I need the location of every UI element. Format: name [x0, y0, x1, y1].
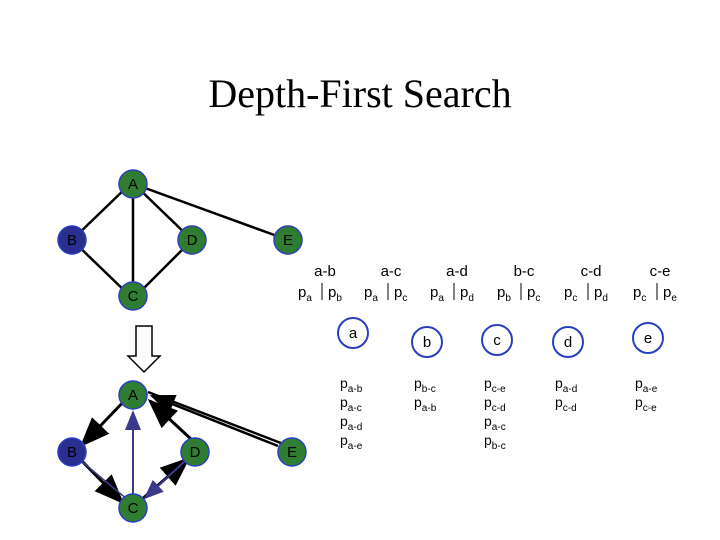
edge-processor-port-2: pd [460, 284, 474, 304]
bottom-edge-d-c-back [143, 461, 185, 500]
vertex-processor-ring [552, 326, 584, 358]
vertex-processor-e[interactable]: e pa-epc-e [632, 322, 664, 414]
vertex-processor-list-item: pa-e [635, 375, 658, 395]
top-node-c-label: C [128, 288, 139, 305]
bottom-node-d[interactable]: D [180, 437, 210, 467]
bottom-node-b-label: B [67, 444, 77, 461]
vertex-processor-list-item: pc-d [555, 394, 577, 414]
top-node-d-label: D [187, 232, 198, 249]
vertex-processor-ring [632, 322, 664, 354]
vertex-processor-list-item: pb-c [414, 375, 436, 395]
bottom-edge-a-b [79, 395, 130, 448]
vertex-processor-list-item: pc-e [484, 375, 506, 395]
bottom-node-c[interactable]: C [118, 493, 148, 523]
bottom-node-a[interactable]: A [118, 380, 148, 410]
top-node-d[interactable]: D [177, 225, 207, 255]
vertex-processor-c[interactable]: c pc-epc-dpa-cpb-c [481, 324, 513, 452]
bottom-graph-edges [74, 390, 287, 505]
bottom-edge-e-a [149, 394, 279, 448]
top-node-a[interactable]: A [118, 169, 148, 199]
edge-processor-port-1: pb [497, 284, 511, 304]
vertex-processor-list-item: pa-c [340, 394, 362, 414]
vertex-processor-list-item: pa-d [555, 375, 577, 395]
edge-processor-port-2: pe [663, 284, 677, 304]
vertex-processor-list-item: pa-b [414, 394, 437, 414]
bottom-graph-nodes: A B D E C [57, 380, 307, 523]
vertex-processor-a[interactable]: a pa-bpa-cpa-dpa-e [337, 317, 369, 452]
vertex-processor-name: d [564, 334, 572, 351]
vertex-processor-list-item: pa-d [340, 413, 362, 433]
top-node-b-label: B [67, 232, 77, 249]
top-edge-a-e [133, 182, 289, 242]
vertex-processor-b[interactable]: b pb-cpa-b [411, 326, 443, 414]
top-node-e[interactable]: E [273, 225, 303, 255]
vertex-processor-ring [337, 317, 369, 349]
vertex-processor-name: e [644, 330, 652, 347]
vertex-processors: apa-bpa-cpa-dpa-ebpb-cpa-bcpc-epc-dpa-cp… [337, 317, 664, 452]
page-title: Depth-First Search [208, 71, 512, 116]
bottom-edge-c-b-back [79, 459, 129, 501]
edge-processor-port-2: pc [527, 284, 540, 304]
edge-processor-name: b-c [514, 263, 535, 280]
edge-processor-name: a-d [446, 263, 468, 280]
vertex-processor-name: a [349, 325, 358, 342]
vertex-processor-list-item: pc-e [635, 394, 657, 414]
top-node-b[interactable]: B [57, 225, 87, 255]
bottom-node-c-label: C [128, 500, 139, 517]
top-node-e-label: E [283, 232, 293, 249]
edge-processor-port-1: pa [364, 284, 378, 304]
top-node-c[interactable]: C [118, 281, 148, 311]
edge-processor-port-2: pb [328, 284, 342, 304]
vertex-processor-name: b [423, 334, 431, 351]
edge-processor-port-1: pa [430, 284, 444, 304]
edge-processor-port-1: pc [633, 284, 646, 304]
vertex-processor-name: c [493, 332, 501, 349]
edge-processor-name: a-b [314, 263, 336, 280]
edge-processor-name: c-d [581, 263, 602, 280]
bottom-node-b[interactable]: B [57, 437, 87, 467]
edge-processor-port-2: pd [594, 284, 608, 304]
edge-processor-port-1: pc [564, 284, 577, 304]
top-graph-nodes: A B D E C [57, 169, 303, 311]
vertex-processor-list-item: pb-c [484, 432, 506, 452]
bottom-node-e-label: E [287, 444, 297, 461]
vertex-processor-list-item: pa-e [340, 432, 363, 452]
edge-processor-name: c-e [650, 263, 671, 280]
vertex-processor-list-item: pa-c [484, 413, 506, 433]
edge-processor-port-2: pc [394, 284, 407, 304]
top-node-a-label: A [128, 176, 138, 193]
bottom-node-e[interactable]: E [277, 437, 307, 467]
vertex-processor-ring [411, 326, 443, 358]
vertex-processor-ring [481, 324, 513, 356]
bottom-node-a-label: A [128, 387, 138, 404]
edge-processor-port-1: pa [298, 284, 312, 304]
down-arrow-icon [126, 325, 162, 374]
bottom-node-d-label: D [190, 444, 201, 461]
vertex-processor-list-item: pc-d [484, 394, 506, 414]
edge-processor-name: a-c [381, 263, 402, 280]
vertex-processor-list-item: pa-b [340, 375, 363, 395]
vertex-processor-d[interactable]: d pa-dpc-d [552, 326, 584, 414]
